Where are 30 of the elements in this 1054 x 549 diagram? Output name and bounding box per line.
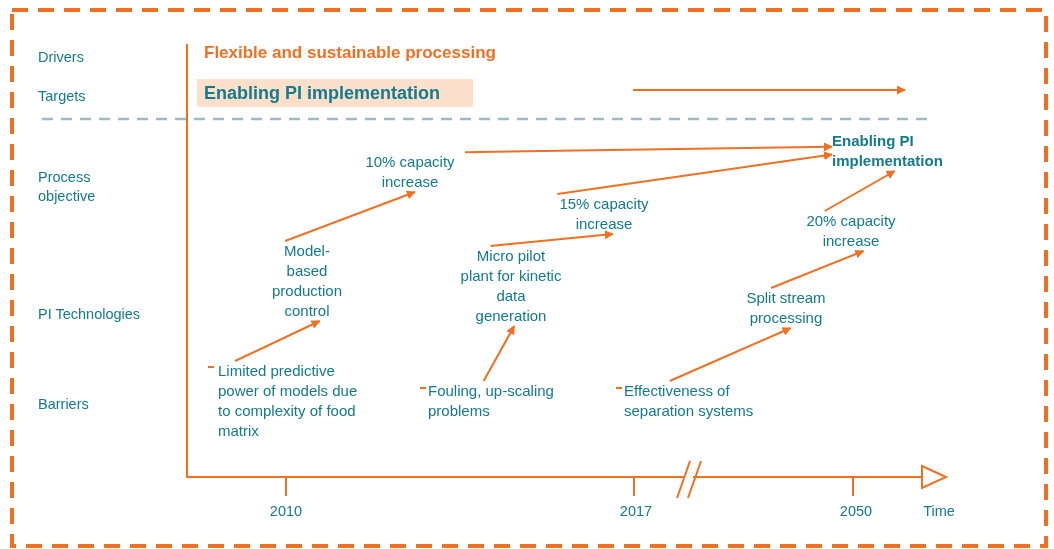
target-text: Enabling PI implementation (832, 131, 967, 171)
year-label: 2017 (618, 502, 654, 521)
axis-label: Time (922, 502, 956, 521)
arrow (464, 142, 833, 154)
arrow (556, 151, 833, 195)
technology-text: Split stream processing (730, 288, 842, 328)
arrow (489, 230, 614, 247)
row-label: Barriers (38, 395, 90, 414)
row-label: Targets (38, 87, 87, 106)
driver-heading: Flexible and sustainable processing (204, 43, 564, 63)
target-box: Enabling PI implementation (197, 79, 473, 107)
objective-text: 10% capacity increase (355, 152, 465, 192)
technology-text: Model-based production control (264, 241, 350, 321)
barrier-text: Effectiveness of separation systems (624, 381, 794, 421)
row-label: Drivers (38, 48, 85, 67)
arrow (770, 249, 865, 289)
barrier-text: Limited predictive power of models due to complexity of food matrix (218, 361, 358, 441)
objective-text: 15% capacity increase (546, 194, 662, 234)
technology-text: Micro pilot plant for kinetic data generation (460, 246, 562, 326)
arrow (668, 327, 792, 382)
year-label: 2050 (838, 502, 874, 521)
arrow (482, 325, 516, 382)
arrow (823, 170, 896, 212)
barrier-text: Fouling, up-scaling problems (428, 381, 588, 421)
row-label: PI Technologies (38, 305, 142, 324)
objective-text: 20% capacity increase (792, 211, 910, 251)
arrow (284, 190, 416, 242)
row-label: Process objective (38, 168, 97, 206)
year-label: 2010 (268, 502, 304, 521)
arrow (234, 320, 321, 362)
